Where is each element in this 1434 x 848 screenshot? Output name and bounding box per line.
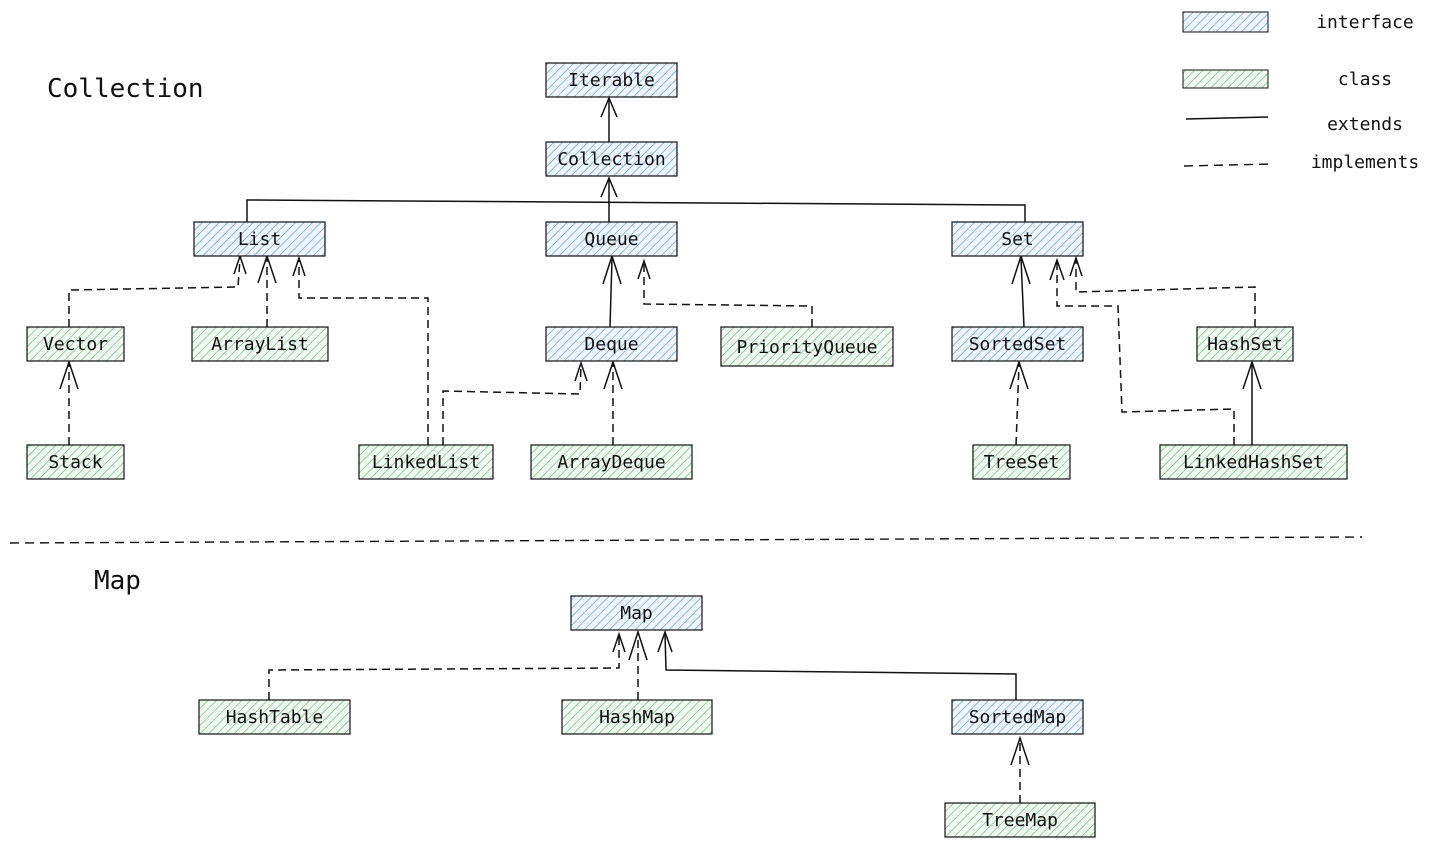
node-hashtable: HashTable [198, 699, 351, 735]
node-label: LinkedHashSet [1183, 452, 1324, 473]
arrow-head-hashset-linkedhashset [1242, 359, 1262, 390]
node-label: Vector [43, 334, 108, 355]
edge-priorityqueue-queue [643, 263, 813, 327]
legend-class-label: class [1338, 69, 1392, 90]
edge-treeset-sortedset [1015, 363, 1020, 446]
legend-extends-label: extends [1327, 114, 1403, 135]
node-label: Map [620, 603, 653, 624]
node-hashset: HashSet [1196, 326, 1294, 362]
edge-linkedlist-list [298, 260, 429, 445]
arrow-head-deque-arraydeque [603, 359, 623, 390]
edge-linkedlist-deque [442, 364, 582, 445]
node-label: List [238, 229, 281, 250]
node-label: Queue [584, 229, 638, 250]
arrow-head-vector-stack [59, 359, 79, 390]
node-arraydeque: ArrayDeque [530, 444, 693, 480]
node-deque: Deque [545, 326, 678, 362]
legend-class-swatch [1182, 69, 1269, 89]
node-linkedlist: LinkedList [358, 444, 494, 480]
arrow-head-deque-linkedlist [574, 360, 588, 382]
node-set: Set [951, 221, 1084, 257]
edge-deque-queue [609, 258, 613, 328]
arrow-head-map-sortedmap [657, 629, 673, 653]
arrow-head-set-hashset [1069, 255, 1083, 277]
node-collection: Collection [545, 141, 678, 177]
node-queue: Queue [545, 221, 678, 257]
arrow-head-map-hashtable [612, 631, 626, 653]
edge-list-collection [246, 199, 1026, 222]
legend: interface class extends implements [1182, 11, 1419, 173]
node-label: Stack [48, 452, 102, 473]
legend-implements-label: implements [1311, 152, 1419, 173]
arrow-head-sortedmap-treemap [1010, 735, 1030, 766]
edge-sortedset-set [1020, 258, 1025, 328]
node-hashmap: HashMap [561, 699, 713, 735]
node-label: HashTable [226, 707, 324, 728]
node-priorityqueue: PriorityQueue [720, 326, 894, 367]
arrow-head-list-linkedlist [292, 255, 306, 277]
collection-section-title: Collection [47, 74, 204, 104]
node-label: PriorityQueue [737, 337, 878, 358]
arrow-head-iterable [600, 96, 618, 118]
section-divider [9, 536, 1363, 544]
edge-hashset-set [1075, 260, 1256, 327]
arrow-head-collection [600, 176, 618, 198]
node-arraylist: ArrayList [191, 326, 329, 362]
node-label: Set [1001, 229, 1034, 250]
arrow-head-set-linkedhashset [1049, 257, 1065, 281]
map-section-title: Map [94, 566, 141, 596]
node-treemap: TreeMap [944, 802, 1096, 838]
node-iterable: Iterable [545, 62, 678, 98]
node-sortedset: SortedSet [951, 326, 1084, 362]
legend-interface-swatch [1182, 11, 1269, 33]
node-label: HashMap [599, 707, 675, 728]
node-label: LinkedList [372, 452, 480, 473]
node-label: Iterable [568, 70, 655, 91]
node-label: Collection [557, 149, 665, 170]
node-treeset: TreeSet [972, 444, 1071, 480]
node-label: ArrayDeque [557, 452, 665, 473]
node-label: SortedSet [969, 334, 1067, 355]
node-label: ArrayList [211, 334, 309, 355]
edge-linkedhashset-set [1056, 262, 1235, 445]
node-vector: Vector [26, 326, 125, 362]
legend-implements-line [1183, 163, 1274, 167]
arrow-head-map-hashmap [628, 629, 648, 661]
legend-interface-label: interface [1316, 12, 1414, 33]
arrow-head-sortedset-treeset [1009, 359, 1029, 390]
node-stack: Stack [26, 444, 125, 480]
node-label: HashSet [1207, 334, 1283, 355]
node-label: Deque [584, 334, 638, 355]
node-sortedmap: SortedMap [951, 699, 1084, 735]
node-label: TreeMap [982, 810, 1058, 831]
edge-vector-list [68, 258, 241, 327]
node-linkedhashset: LinkedHashSet [1159, 444, 1348, 480]
node-list: List [193, 221, 326, 257]
edge-sortedmap-map [664, 633, 1017, 700]
arrow-head-queue-priorityqueue [637, 258, 651, 280]
node-label: TreeSet [984, 452, 1060, 473]
edge-hashtable-map [268, 636, 620, 700]
node-map: Map [570, 595, 703, 631]
legend-extends-line [1185, 116, 1269, 120]
node-label: SortedMap [969, 707, 1067, 728]
